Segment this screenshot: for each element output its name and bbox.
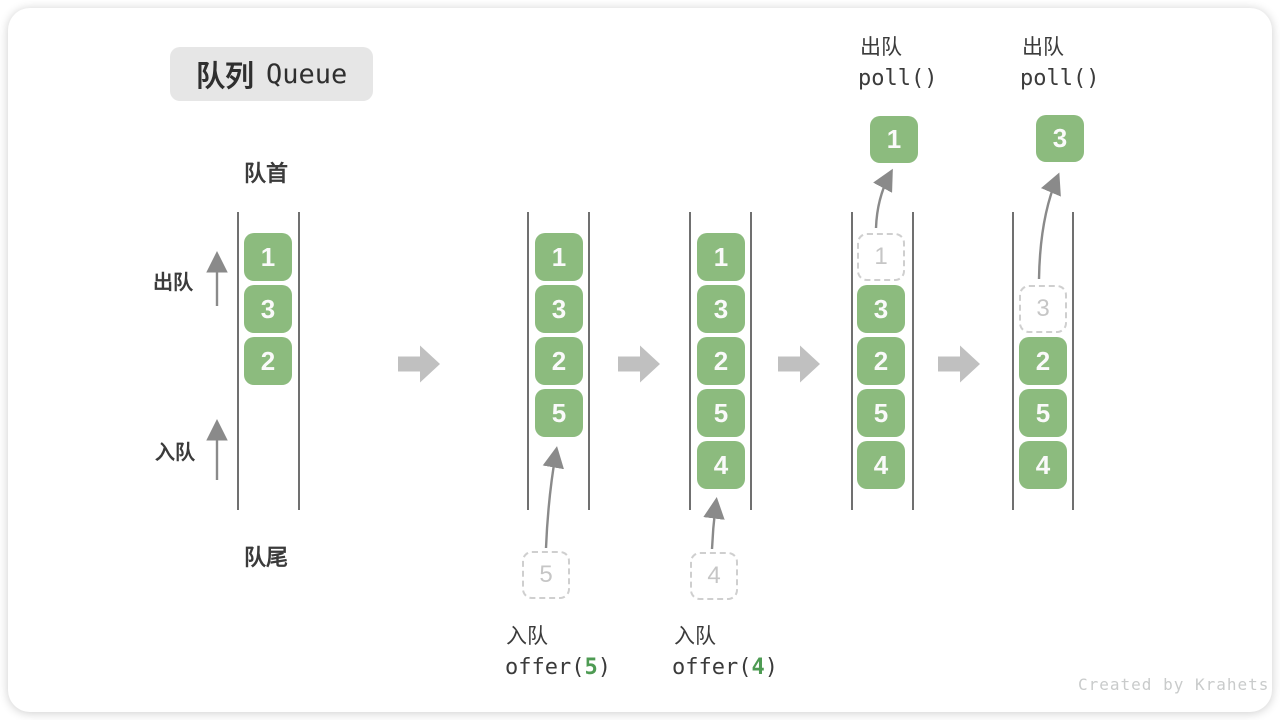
queue-wall xyxy=(1012,212,1014,510)
code-pre: offer( xyxy=(505,655,585,680)
queue-cell: 1 xyxy=(535,233,583,281)
stage-arrow-2 xyxy=(618,345,660,383)
queue-wall xyxy=(689,212,691,510)
arrows-overlay xyxy=(206,168,1061,550)
stage-arrow-1 xyxy=(398,345,440,383)
stage-arrow-3 xyxy=(778,345,820,383)
queue-wall xyxy=(237,212,239,510)
polled-value-box: 3 xyxy=(1036,115,1084,162)
enqueue-5-arrow xyxy=(542,446,564,549)
queue-wall xyxy=(912,212,914,510)
title-zh-label: 队列 xyxy=(196,61,255,93)
queue-cell: 4 xyxy=(697,441,745,489)
code-arg: 4 xyxy=(751,655,765,680)
queue-cell: 3 xyxy=(244,285,292,333)
poll-1-arrow xyxy=(873,168,893,229)
queue-cell: 1 xyxy=(697,233,745,281)
dequeue-op-code: poll() xyxy=(858,66,938,91)
queue-cell: 2 xyxy=(1019,337,1067,385)
queue-rear-label: 队尾 xyxy=(244,545,289,570)
queue-cell: 2 xyxy=(697,337,745,385)
code-arg: 5 xyxy=(584,655,598,680)
dequeue-op-label: 出队 xyxy=(1022,36,1064,59)
queue-cell: 5 xyxy=(1019,389,1067,437)
queue-cell: 5 xyxy=(535,389,583,437)
queue-cell: 5 xyxy=(697,389,745,437)
diagram-canvas: 队列 Queue 队首 队尾 出队 入队 1 3 2 1 3 2 5 5 xyxy=(8,8,1272,712)
queue-cell: 1 xyxy=(244,233,292,281)
removed-cell-ghost: 3 xyxy=(1019,285,1067,333)
stage-arrow-4 xyxy=(938,345,980,383)
watermark: Created by Krahets xyxy=(1078,675,1270,694)
dequeue-side-label: 出队 xyxy=(153,272,193,294)
queue-cell: 2 xyxy=(535,337,583,385)
enqueue-op-label: 入队 xyxy=(506,625,548,648)
enqueue-op-code: offer(4) xyxy=(672,655,778,680)
queue-front-label: 队首 xyxy=(244,161,289,186)
enqueue-op-code: offer(5) xyxy=(505,655,611,680)
queue-cell: 4 xyxy=(1019,441,1067,489)
queue-cell: 4 xyxy=(857,441,905,489)
queue-cell: 2 xyxy=(244,337,292,385)
code-post: ) xyxy=(764,655,778,680)
removed-cell-ghost: 1 xyxy=(857,233,905,281)
pending-cell: 5 xyxy=(522,551,570,599)
enqueue-4-arrow xyxy=(703,497,725,550)
queue-wall xyxy=(298,212,300,510)
queue-wall xyxy=(527,212,529,510)
title-en-label: Queue xyxy=(266,58,348,90)
queue-wall xyxy=(1072,212,1074,510)
queue-wall xyxy=(750,212,752,510)
queue-cell: 3 xyxy=(535,285,583,333)
queue-cell: 2 xyxy=(857,337,905,385)
code-pre: offer( xyxy=(672,655,752,680)
code-post: ) xyxy=(597,655,611,680)
diagram-title: 队列 Queue xyxy=(170,47,374,101)
polled-value-box: 1 xyxy=(870,116,918,163)
dequeue-op-code: poll() xyxy=(1020,66,1100,91)
queue-cell: 5 xyxy=(857,389,905,437)
pending-cell: 4 xyxy=(690,552,738,600)
enqueue-side-label: 入队 xyxy=(155,442,195,464)
queue-cell: 3 xyxy=(697,285,745,333)
queue-wall xyxy=(588,212,590,510)
queue-cell: 3 xyxy=(857,285,905,333)
dequeue-op-label: 出队 xyxy=(860,36,902,59)
poll-3-arrow xyxy=(1037,172,1061,280)
queue-wall xyxy=(851,212,853,510)
enqueue-op-label: 入队 xyxy=(674,625,716,648)
